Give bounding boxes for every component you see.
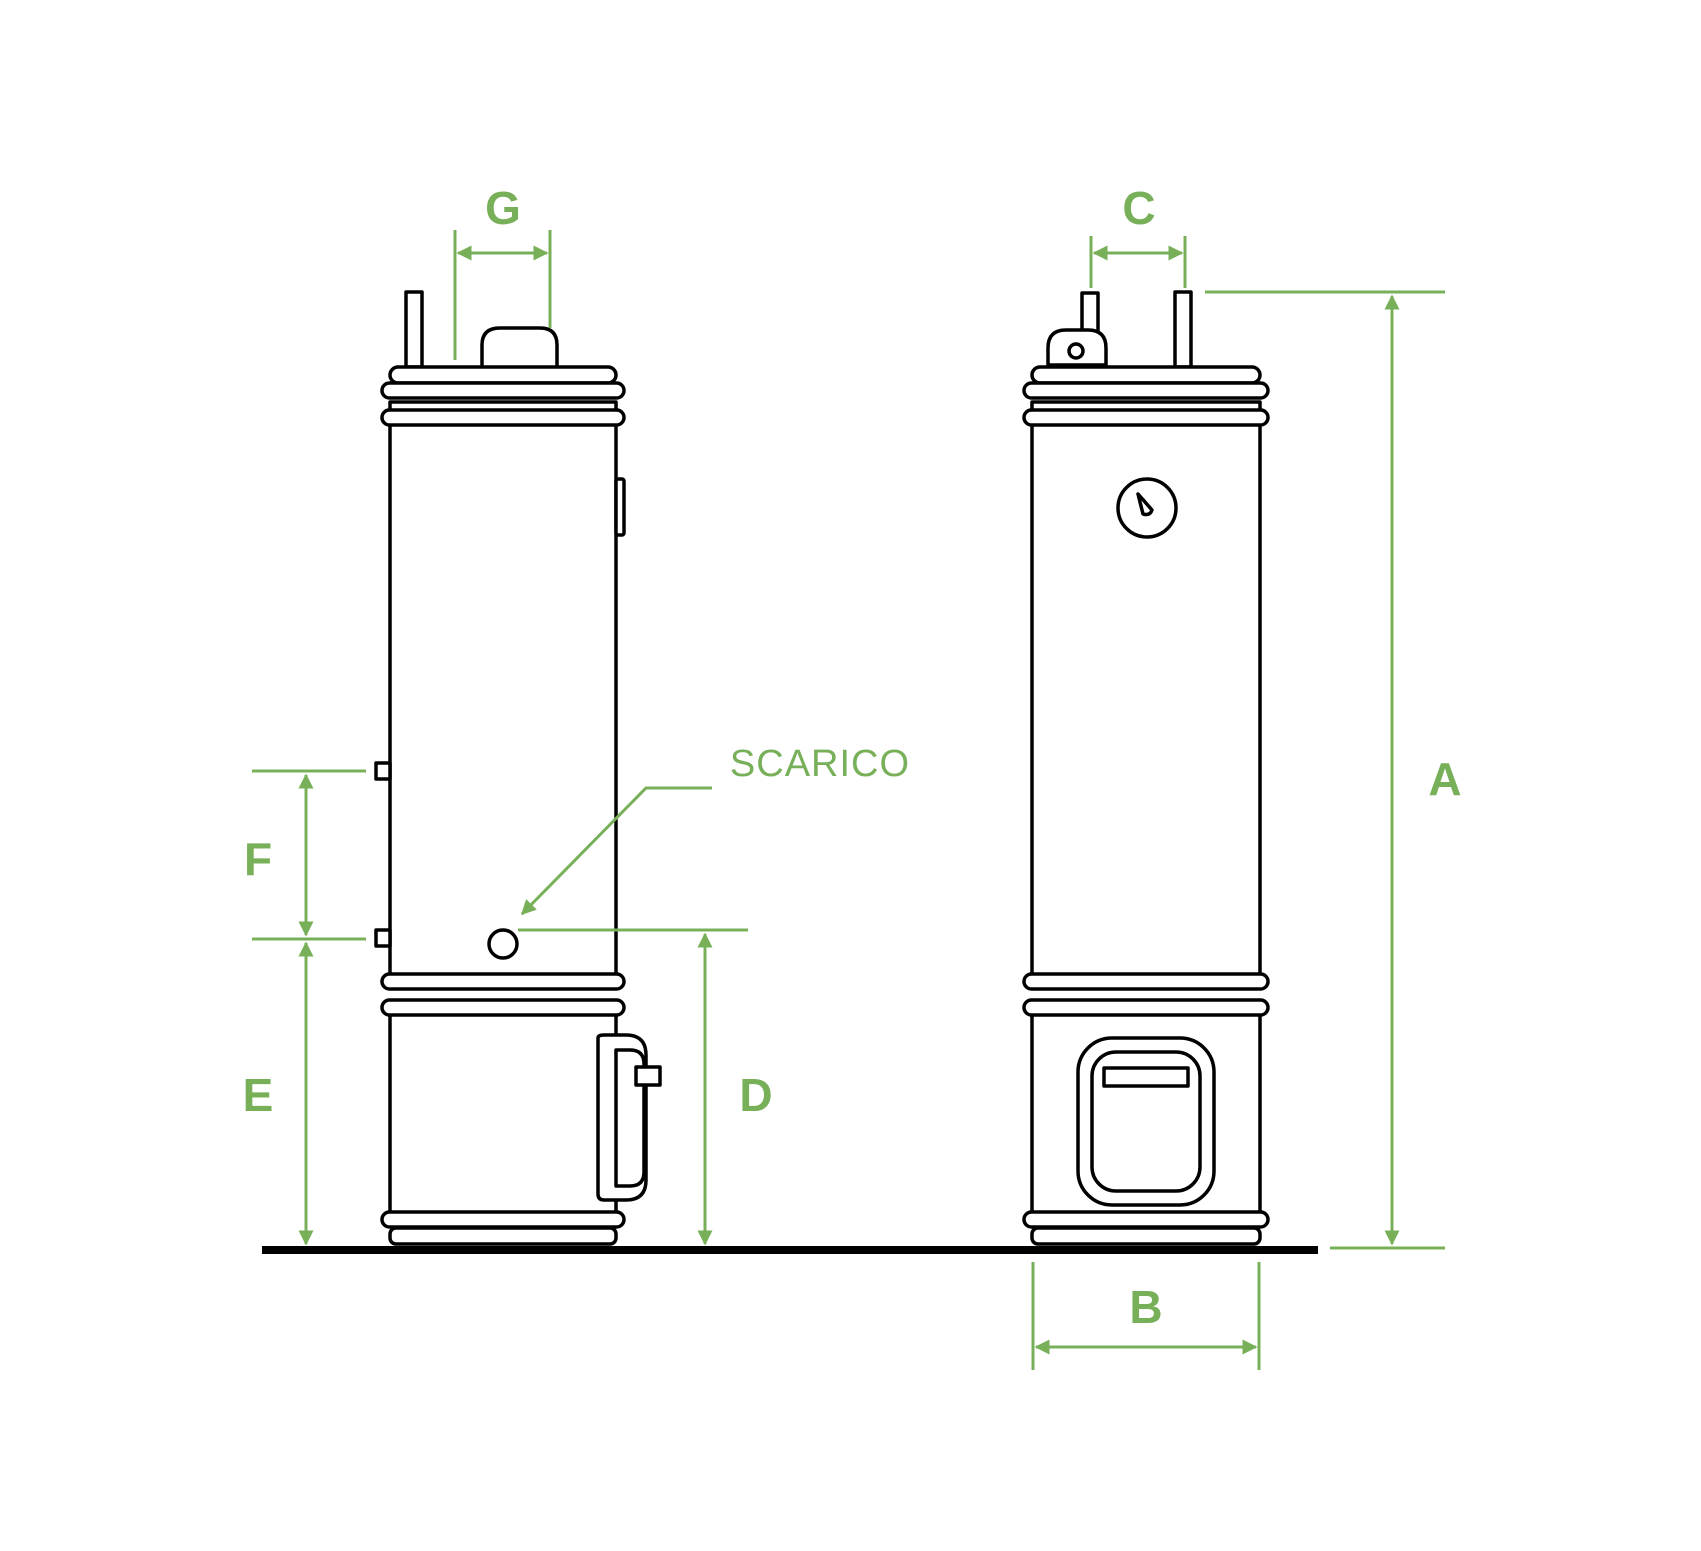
side-bottom-ring: [380, 1210, 626, 1229]
dimension-b: B: [1031, 1262, 1261, 1370]
dimension-b-label: B: [1129, 1281, 1162, 1333]
drain-port: [487, 928, 519, 960]
front-right-pipe: [1173, 290, 1193, 369]
side-top-ring-2: [380, 408, 626, 427]
access-panel-slot: [1102, 1066, 1190, 1088]
front-top-ring-1: [1022, 381, 1270, 400]
front-bottom-ring: [1022, 1210, 1270, 1229]
side-right-bracket: [614, 477, 626, 537]
dimension-g: G: [453, 182, 552, 360]
side-handle-latch: [634, 1065, 662, 1087]
side-lower-body: [388, 1000, 618, 1222]
front-top-cap: [1030, 365, 1262, 385]
water-heater-front-view: [1022, 290, 1270, 1246]
dimension-f-label: F: [244, 833, 272, 885]
dimension-f: F: [244, 769, 366, 941]
dimension-e: E: [243, 941, 314, 1246]
front-valve-knob: [1067, 342, 1085, 360]
side-top-pipe: [404, 290, 424, 369]
front-top-ring-2: [1022, 408, 1270, 427]
dimension-e-label: E: [243, 1069, 274, 1121]
side-top-dome: [480, 326, 559, 367]
dimension-d: D: [518, 928, 773, 1246]
side-top-cap: [388, 365, 618, 385]
dimension-c: C: [1089, 182, 1187, 288]
dimension-a-label: A: [1428, 753, 1461, 805]
drain-callout-label: SCARICO: [730, 743, 910, 785]
front-lower-ring-1: [1022, 972, 1270, 991]
side-connector-lower: [374, 928, 392, 948]
dimension-c-label: C: [1122, 182, 1155, 234]
side-connector-upper: [374, 761, 392, 781]
side-top-ring-1: [380, 381, 626, 400]
dimension-a: A: [1205, 290, 1462, 1250]
side-main-body: [388, 400, 618, 977]
dimension-g-label: G: [485, 182, 521, 234]
side-bottom-base: [388, 1226, 618, 1246]
front-lower-ring-2: [1022, 998, 1270, 1017]
dimension-d-label: D: [739, 1069, 772, 1121]
drain-callout: SCARICO: [520, 743, 910, 916]
gauge-needle: [1136, 492, 1154, 517]
front-bottom-base: [1030, 1226, 1262, 1246]
side-lower-ring-2: [380, 998, 626, 1017]
water-heater-side-view: [374, 290, 662, 1246]
drain-callout-leader: [520, 786, 712, 916]
side-lower-ring-1: [380, 972, 626, 991]
